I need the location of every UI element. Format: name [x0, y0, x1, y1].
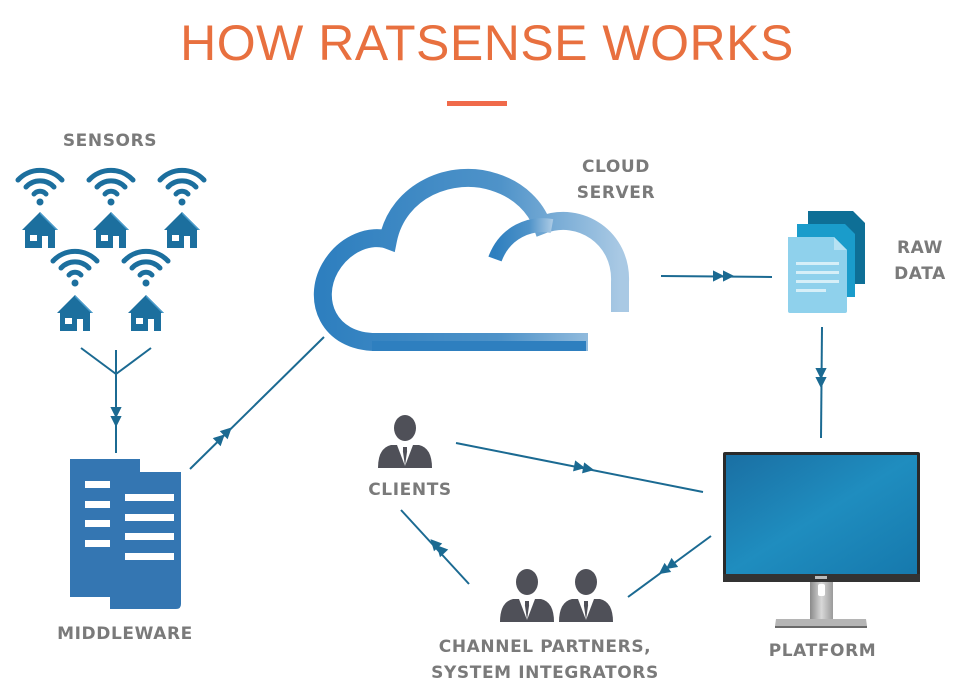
arrow-icon: [713, 271, 723, 281]
cloud-icon: [313, 168, 629, 351]
partners-label-line2: SYSTEM INTEGRATORS: [431, 663, 659, 683]
sensor-5: [124, 251, 168, 331]
wifi-icon: [160, 170, 204, 205]
person-icon: [378, 415, 432, 468]
clients-icon: [378, 415, 432, 468]
sensor-group: [18, 170, 204, 331]
sensor-4: [53, 251, 97, 331]
cloud-label-line1: CLOUD: [581, 157, 651, 177]
sensor-1: [18, 170, 62, 248]
wifi-icon: [124, 251, 168, 286]
wifi-icon: [89, 170, 133, 205]
sensors-label: SENSORS: [62, 131, 158, 151]
middleware-label: MIDDLEWARE: [57, 624, 193, 644]
raw-data-icon: [788, 211, 865, 313]
arrow-icon: [723, 271, 733, 281]
arrow-icon: [573, 461, 585, 473]
person-icon: [500, 569, 554, 622]
raw-data-label-line2: DATA: [894, 264, 946, 284]
title-underline: [447, 101, 507, 106]
person-icon: [559, 569, 613, 622]
edge-clients-platform: [455, 442, 704, 493]
arrow-icon: [111, 416, 121, 426]
raw-data-label-line1: RAW: [896, 238, 944, 258]
sensor-2: [89, 170, 133, 248]
house-icon: [128, 295, 164, 331]
edge-rawdata-platform: [816, 326, 826, 439]
edge-sensors-middleware: [80, 347, 152, 453]
partners-icon: [500, 569, 613, 622]
edge-platform-partners: [627, 535, 712, 598]
page-title: HOW RATSENSE WORKS: [180, 15, 794, 71]
arrow-icon: [582, 463, 594, 475]
sensor-3: [160, 170, 204, 248]
clients-label: CLIENTS: [368, 480, 452, 500]
edge-partners-clients: [400, 509, 470, 585]
platform-icon: [723, 452, 920, 628]
raw-data-label: RAW DATA: [880, 235, 960, 287]
partners-label-line1: CHANNEL PARTNERS,: [438, 637, 652, 657]
edge-middleware-cloud: [189, 336, 325, 470]
edge-cloud-rawdata: [660, 271, 773, 281]
arrow-icon: [816, 377, 826, 387]
cloud-label-line2: SERVER: [576, 183, 656, 203]
partners-label: CHANNEL PARTNERS, SYSTEM INTEGRATORS: [420, 634, 670, 686]
wifi-icon: [53, 251, 97, 286]
arrow-icon: [816, 368, 826, 378]
cloud-server-label: CLOUD SERVER: [556, 154, 676, 206]
house-icon: [93, 212, 129, 248]
arrow-icon: [111, 407, 121, 417]
platform-label: PLATFORM: [768, 641, 877, 661]
wifi-icon: [18, 170, 62, 205]
middleware-icon: [70, 459, 181, 609]
house-icon: [57, 295, 93, 331]
house-icon: [22, 212, 58, 248]
house-icon: [164, 212, 200, 248]
